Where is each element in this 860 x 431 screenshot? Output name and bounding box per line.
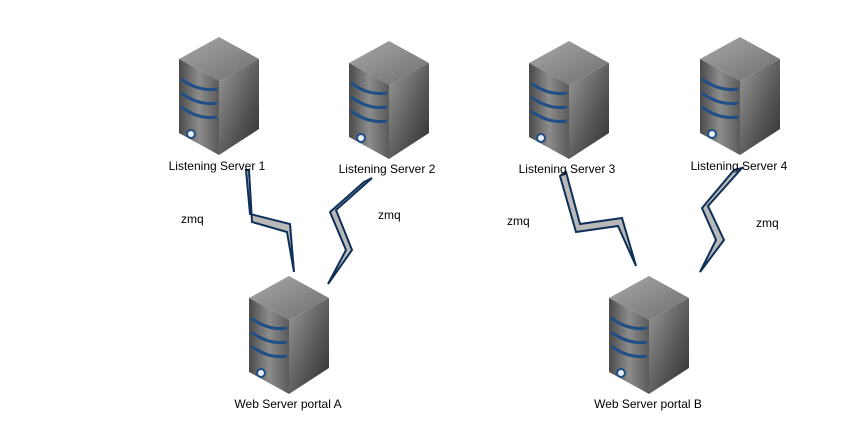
power-button-icon <box>616 368 626 378</box>
server-label-web-a: Web Server portal A <box>234 397 341 411</box>
server-label-listening-3: Listening Server 3 <box>519 162 616 176</box>
server-icon <box>700 37 780 155</box>
lightning-link-icon <box>244 169 295 273</box>
server-label-listening-1: Listening Server 1 <box>169 159 266 173</box>
server-icon <box>249 276 329 394</box>
power-button-icon <box>536 133 546 143</box>
drive-stripe <box>250 316 288 330</box>
drive-stripe <box>610 316 648 330</box>
server-icon <box>349 41 429 159</box>
drive-stripe <box>350 95 388 109</box>
drive-stripe <box>701 77 739 91</box>
listening-server-3[interactable] <box>529 41 609 159</box>
drive-stripe <box>180 91 218 105</box>
lightning-link-icon <box>327 177 373 285</box>
link-label-zmq-4: zmq <box>756 216 779 230</box>
server-side <box>649 298 689 394</box>
power-button-icon <box>356 133 366 143</box>
power-button-icon <box>707 129 717 139</box>
listening-server-1[interactable] <box>179 37 259 155</box>
drive-stripe <box>350 109 388 123</box>
power-button-icon <box>256 368 266 378</box>
server-icon <box>529 41 609 159</box>
web-server-portal-b[interactable] <box>609 276 689 394</box>
zmq-link-4 <box>699 166 745 273</box>
lightning-link-icon <box>558 170 637 267</box>
server-side <box>389 63 429 159</box>
drive-stripe <box>350 81 388 95</box>
link-label-zmq-1: zmq <box>181 212 204 226</box>
zmq-link-2 <box>327 177 373 285</box>
drive-stripe <box>180 105 218 119</box>
listening-server-4[interactable] <box>700 37 780 155</box>
zmq-link-1 <box>244 169 295 273</box>
server-side <box>569 63 609 159</box>
drive-stripe <box>530 95 568 109</box>
drive-stripe <box>701 91 739 105</box>
zmq-link-3 <box>558 170 637 267</box>
web-server-portal-a[interactable] <box>249 276 329 394</box>
link-label-zmq-3: zmq <box>507 214 530 228</box>
server-icon <box>609 276 689 394</box>
server-side <box>740 59 780 155</box>
server-label-web-b: Web Server portal B <box>594 397 702 411</box>
drive-stripe <box>701 105 739 119</box>
lightning-link-icon <box>699 166 745 273</box>
server-icon <box>179 37 259 155</box>
drive-stripe <box>530 109 568 123</box>
drive-stripe <box>610 330 648 344</box>
server-label-listening-4: Listening Server 4 <box>691 159 788 173</box>
power-button-icon <box>186 129 196 139</box>
server-side <box>289 298 329 394</box>
drive-stripe <box>180 77 218 91</box>
link-label-zmq-2: zmq <box>378 208 401 222</box>
server-label-listening-2: Listening Server 2 <box>339 162 436 176</box>
drive-stripe <box>250 344 288 358</box>
drive-stripe <box>530 81 568 95</box>
server-side <box>219 59 259 155</box>
listening-server-2[interactable] <box>349 41 429 159</box>
drive-stripe <box>610 344 648 358</box>
drive-stripe <box>250 330 288 344</box>
